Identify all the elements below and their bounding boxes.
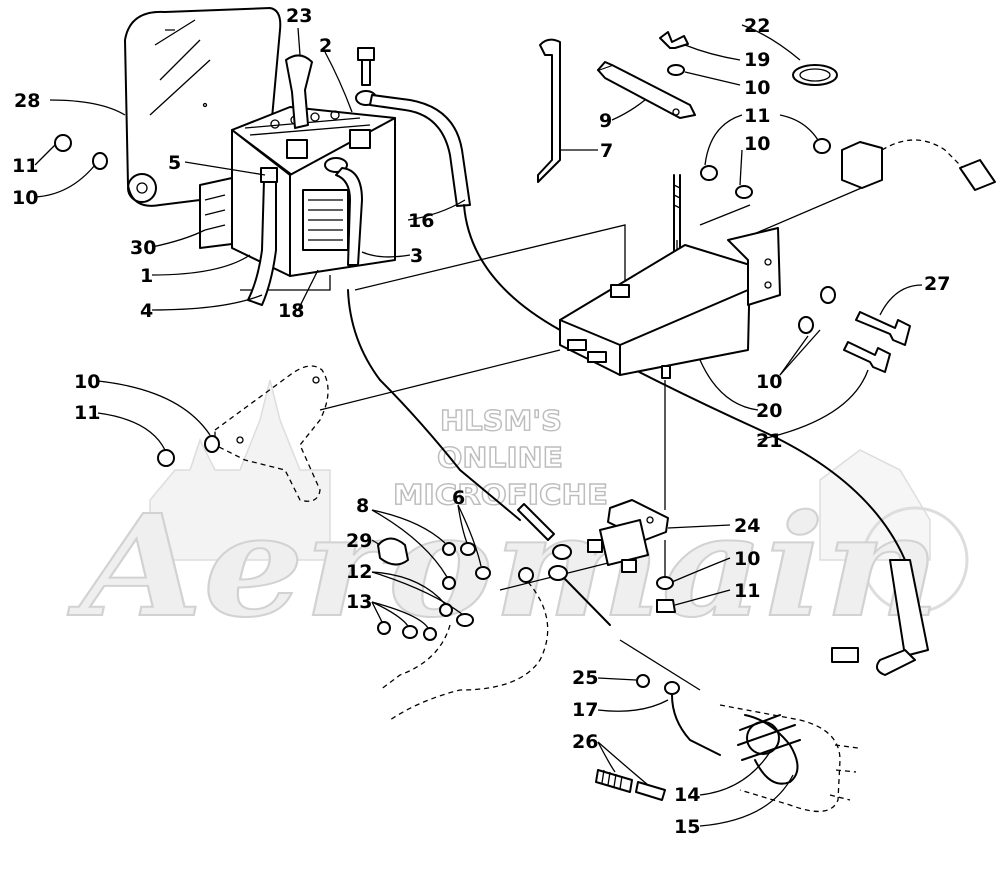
- callout-13: 13: [346, 591, 372, 613]
- callout-20: 20: [756, 400, 782, 422]
- callout-30: 30: [130, 237, 156, 259]
- terminal-bolt: [357, 47, 375, 86]
- solenoid-cables: [379, 503, 611, 721]
- callout-1: 1: [140, 265, 153, 287]
- callout-10-right: 10: [744, 133, 770, 155]
- callout-5: 5: [168, 152, 181, 174]
- terminal-boot: [285, 54, 313, 129]
- callout-18: 18: [278, 300, 304, 322]
- callout-11-sol: 11: [734, 580, 760, 602]
- callout-11-left: 11: [74, 402, 100, 424]
- callout-10-tray: 10: [756, 371, 782, 393]
- callout-26: 26: [572, 731, 598, 753]
- callout-3: 3: [410, 245, 423, 267]
- watermark: Aeromain HLSM'S ONLINE MICROFICHE: [67, 379, 969, 650]
- callout-labels: 28 23 2 11 10 5 30 1 4 18 3 16 7 9 19 10…: [12, 5, 950, 838]
- callout-29: 29: [346, 530, 372, 552]
- callout-24: 24: [734, 515, 760, 537]
- callout-23: 23: [286, 5, 312, 27]
- callout-10-top: 10: [744, 77, 770, 99]
- callout-6: 6: [452, 487, 465, 509]
- frame-bracket: [157, 365, 329, 502]
- callout-25: 25: [572, 667, 598, 689]
- battery-strap: [537, 38, 561, 183]
- left-fasteners: [54, 134, 108, 170]
- callout-27: 27: [924, 273, 950, 295]
- battery: [231, 106, 396, 277]
- positive-cable: [355, 90, 929, 676]
- callout-8: 8: [356, 495, 369, 517]
- callout-10-left: 10: [74, 371, 100, 393]
- callout-10: 10: [12, 187, 38, 209]
- callout-7: 7: [600, 140, 613, 162]
- callout-4: 4: [140, 300, 153, 322]
- callout-22: 22: [744, 15, 770, 37]
- small-fasteners: [377, 537, 491, 641]
- hose-clamp: [792, 64, 838, 86]
- watermark-line-2: ONLINE: [437, 441, 563, 474]
- callout-14: 14: [674, 784, 700, 806]
- starter-motor: [595, 674, 859, 812]
- battery-cover: [124, 7, 282, 207]
- battery-pad: [199, 177, 233, 249]
- callout-15: 15: [674, 816, 700, 838]
- callout-16: 16: [408, 210, 434, 232]
- callout-28: 28: [14, 90, 40, 112]
- watermark-line-3: MICROFICHE: [393, 478, 608, 511]
- callout-9: 9: [599, 110, 612, 132]
- watermark-logo: Aeromain: [68, 485, 940, 649]
- callout-17: 17: [572, 699, 598, 721]
- connector-block: [700, 138, 996, 199]
- watermark-line-1: HLSM'S: [440, 404, 562, 437]
- callout-21: 21: [756, 430, 782, 452]
- tray-bolts: [798, 286, 911, 373]
- callout-19: 19: [744, 49, 770, 71]
- callout-2: 2: [319, 35, 332, 57]
- callout-10-sol: 10: [734, 548, 760, 570]
- callout-11-top: 11: [744, 105, 770, 127]
- vent-hose: [247, 167, 278, 306]
- leader-lines: [34, 24, 923, 827]
- negative-cable: [324, 157, 521, 521]
- callout-11: 11: [12, 155, 38, 177]
- battery-tray: [559, 227, 781, 376]
- starter-solenoid: [587, 365, 676, 613]
- callout-12: 12: [346, 561, 372, 583]
